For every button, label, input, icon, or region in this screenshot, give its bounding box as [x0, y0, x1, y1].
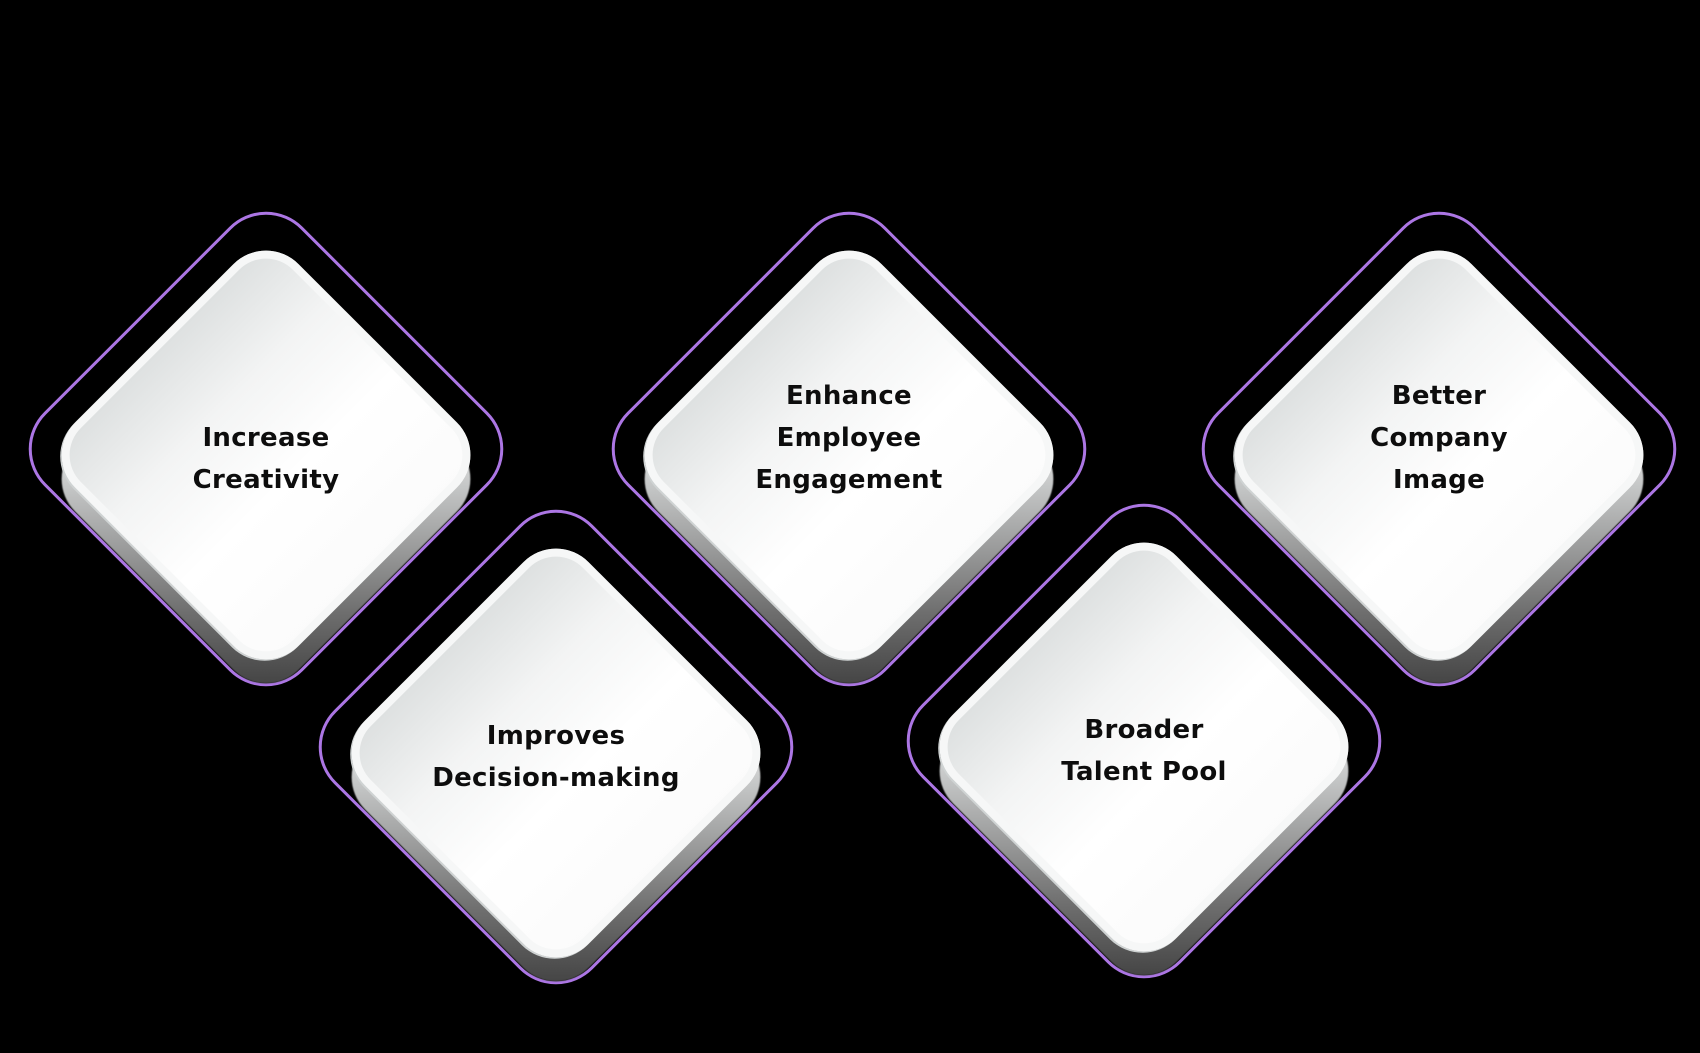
node-label: Broader Talent Pool — [1014, 709, 1274, 793]
label-line: Increase — [202, 423, 330, 453]
label-line: Creativity — [192, 465, 340, 495]
node-label: Increase Creativity — [136, 417, 396, 501]
label-line: Company — [1370, 423, 1508, 453]
label-line: Enhance — [786, 381, 912, 411]
label-line: Engagement — [755, 465, 943, 495]
label-line: Employee — [776, 423, 922, 453]
label-line: Image — [1392, 465, 1486, 495]
label-line: Talent Pool — [1061, 757, 1227, 787]
node-label: Better Company Image — [1309, 375, 1569, 501]
label-line: Decision-making — [432, 763, 680, 793]
node-label: Improves Decision-making — [426, 715, 686, 799]
label-line: Better — [1391, 381, 1487, 411]
label-line: Improves — [486, 721, 626, 751]
node-label: Enhance Employee Engagement — [719, 375, 979, 501]
label-line: Broader — [1084, 715, 1204, 745]
